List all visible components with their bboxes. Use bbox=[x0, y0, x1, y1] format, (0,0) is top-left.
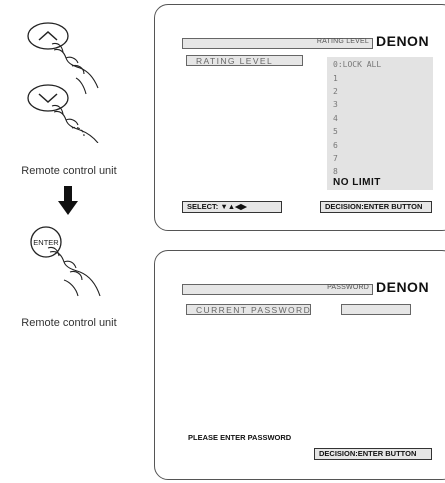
title-bar: RATING LEVEL bbox=[182, 38, 373, 49]
decision-hint: DECISION:ENTER BUTTON bbox=[320, 201, 432, 213]
rating-level-screen: RATING LEVEL DENON RATING LEVEL 0:LOCK A… bbox=[154, 4, 445, 231]
option-item-selected[interactable]: NO LIMIT bbox=[333, 177, 381, 188]
option-item[interactable]: 7 bbox=[333, 154, 338, 163]
caption-remote-bottom: Remote control unit bbox=[0, 317, 144, 329]
option-item[interactable]: 6 bbox=[333, 141, 338, 150]
enter-key-label: ENTER bbox=[33, 238, 59, 247]
option-item[interactable]: 1 bbox=[333, 74, 338, 83]
down-arrow-icon bbox=[58, 186, 78, 216]
option-item[interactable]: 0:LOCK ALL bbox=[333, 60, 381, 69]
current-password-label: CURRENT PASSWORD bbox=[186, 304, 311, 315]
option-item[interactable]: 2 bbox=[333, 87, 338, 96]
title-label: RATING LEVEL bbox=[317, 38, 369, 45]
up-button-icon bbox=[28, 23, 68, 49]
option-item[interactable]: 4 bbox=[333, 114, 338, 123]
option-item[interactable]: 5 bbox=[333, 127, 338, 136]
title-bar: PASSWORD bbox=[182, 284, 373, 295]
down-button-icon bbox=[28, 85, 68, 111]
decision-hint: DECISION:ENTER BUTTON bbox=[314, 448, 432, 460]
option-item[interactable]: 3 bbox=[333, 100, 338, 109]
brand-logo: DENON bbox=[376, 33, 429, 49]
remote-illustration-enter: ENTER bbox=[24, 224, 124, 304]
remote-illustration-up-down bbox=[14, 8, 124, 143]
password-prompt: PLEASE ENTER PASSWORD bbox=[188, 433, 291, 442]
rating-level-field: RATING LEVEL bbox=[186, 55, 303, 66]
title-label: PASSWORD bbox=[327, 284, 369, 291]
option-item[interactable]: 8 bbox=[333, 167, 338, 176]
password-input[interactable] bbox=[341, 304, 411, 315]
caption-remote-top: Remote control unit bbox=[0, 165, 144, 177]
select-hint: SELECT: ▼▲◀▶ bbox=[182, 201, 282, 213]
password-screen: PASSWORD DENON CURRENT PASSWORD PLEASE E… bbox=[154, 250, 445, 480]
rating-options-panel: 0:LOCK ALL 1 2 3 4 5 6 7 8 NO LIMIT bbox=[327, 57, 433, 190]
brand-logo: DENON bbox=[376, 279, 429, 295]
